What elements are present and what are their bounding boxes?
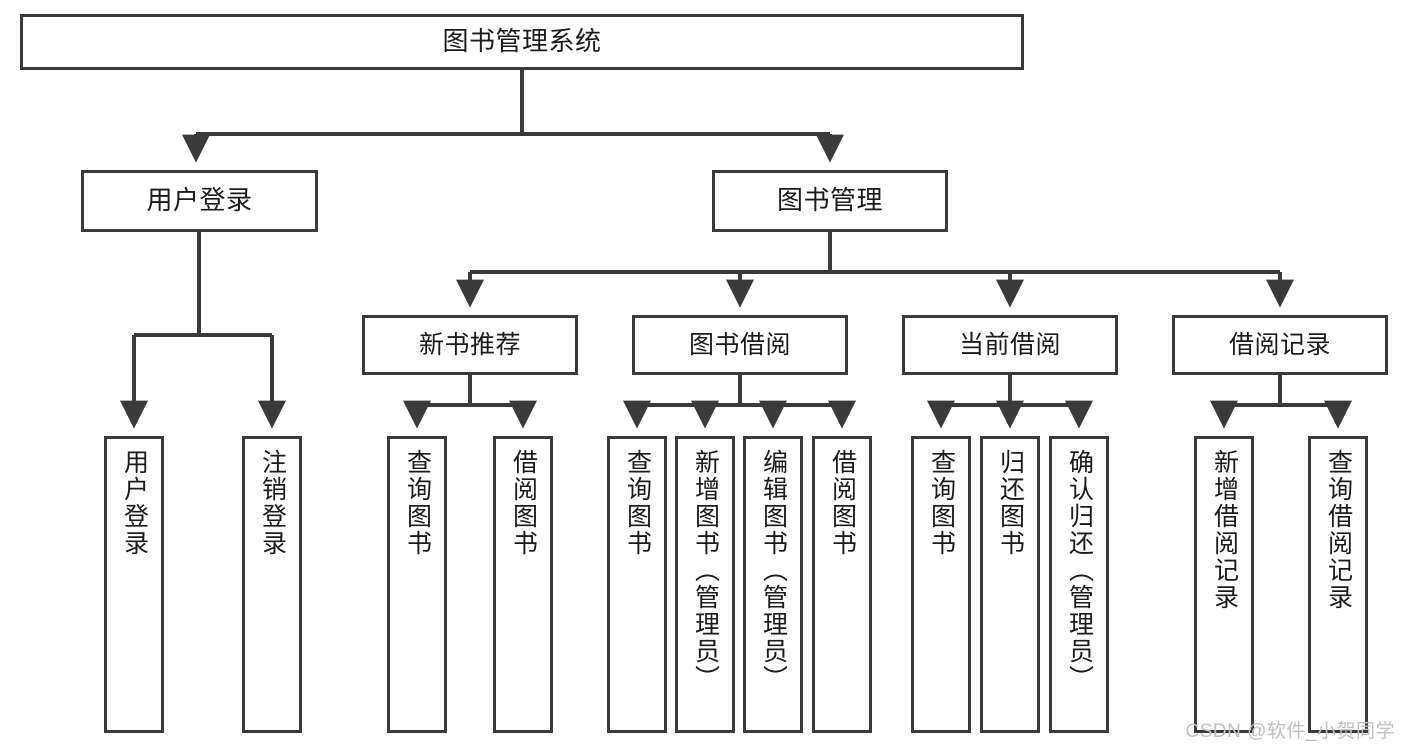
node-leaf-record-add[interactable]: 新增借阅记录 xyxy=(1194,436,1254,733)
node-leaf-borrow-add-book-label: 新增图书（管理员） xyxy=(691,449,720,692)
node-new-book-recommend[interactable]: 新书推荐 xyxy=(362,315,578,375)
node-leaf-current-query-label: 查询图书 xyxy=(927,449,956,557)
node-leaf-borrow-query-label: 查询图书 xyxy=(623,449,652,557)
node-leaf-borrow-borrow-book-label: 借阅图书 xyxy=(828,449,857,557)
node-leaf-current-query[interactable]: 查询图书 xyxy=(911,436,971,733)
node-leaf-current-return[interactable]: 归还图书 xyxy=(980,436,1040,733)
node-root-label: 图书管理系统 xyxy=(442,26,602,57)
node-current-borrow[interactable]: 当前借阅 xyxy=(902,315,1118,375)
node-leaf-current-return-label: 归还图书 xyxy=(996,449,1025,557)
node-user-login[interactable]: 用户登录 xyxy=(81,170,318,232)
node-leaf-newbook-query[interactable]: 查询图书 xyxy=(387,436,447,733)
node-new-book-recommend-label: 新书推荐 xyxy=(418,330,521,359)
node-leaf-user-login-signin-label: 用户登录 xyxy=(120,449,149,557)
node-leaf-newbook-borrow[interactable]: 借阅图书 xyxy=(493,436,553,733)
node-leaf-borrow-query[interactable]: 查询图书 xyxy=(607,436,667,733)
node-leaf-current-confirm-return[interactable]: 确认归还（管理员） xyxy=(1049,436,1109,733)
node-leaf-record-query[interactable]: 查询借阅记录 xyxy=(1308,436,1368,733)
node-borrow-record[interactable]: 借阅记录 xyxy=(1172,315,1388,375)
node-book-borrow-label: 图书借阅 xyxy=(688,330,791,359)
node-leaf-current-confirm-return-label: 确认归还（管理员） xyxy=(1065,449,1094,692)
node-leaf-newbook-borrow-label: 借阅图书 xyxy=(509,449,538,557)
node-leaf-user-login-signin[interactable]: 用户登录 xyxy=(104,436,164,733)
node-leaf-record-query-label: 查询借阅记录 xyxy=(1324,449,1353,611)
node-book-management-label: 图书管理 xyxy=(776,185,883,216)
node-leaf-borrow-borrow-book[interactable]: 借阅图书 xyxy=(812,436,872,733)
node-root[interactable]: 图书管理系统 xyxy=(20,14,1024,70)
node-book-management[interactable]: 图书管理 xyxy=(712,170,948,232)
node-leaf-user-login-signout[interactable]: 注销登录 xyxy=(242,436,302,733)
node-current-borrow-label: 当前借阅 xyxy=(958,330,1061,359)
node-leaf-user-login-signout-label: 注销登录 xyxy=(258,449,287,557)
node-book-borrow[interactable]: 图书借阅 xyxy=(632,315,848,375)
node-leaf-newbook-query-label: 查询图书 xyxy=(403,449,432,557)
node-leaf-borrow-edit-book-label: 编辑图书（管理员） xyxy=(759,449,788,692)
node-borrow-record-label: 借阅记录 xyxy=(1228,330,1331,359)
node-user-login-label: 用户登录 xyxy=(146,185,253,216)
node-leaf-borrow-add-book[interactable]: 新增图书（管理员） xyxy=(675,436,735,733)
node-leaf-record-add-label: 新增借阅记录 xyxy=(1210,449,1239,611)
node-leaf-borrow-edit-book[interactable]: 编辑图书（管理员） xyxy=(743,436,803,733)
